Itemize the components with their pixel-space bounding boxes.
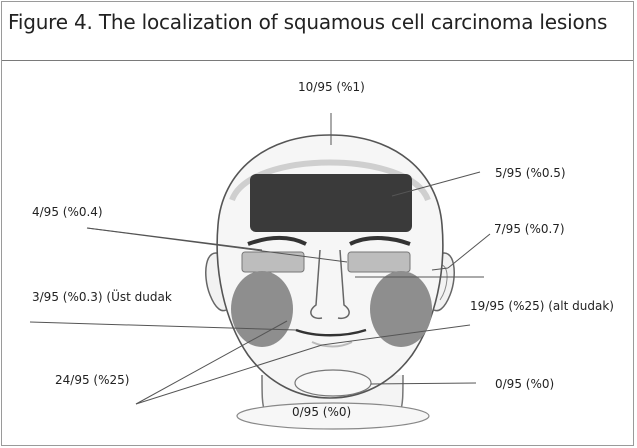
label-eyelids: 4/95 (%0.4): [32, 205, 103, 219]
label-neck: 0/95 (%0): [292, 405, 351, 419]
label-upper-lip: 3/95 (%0.3) (Üst dudak: [32, 288, 172, 304]
right-eyelid-region: [348, 252, 410, 272]
forehead-region: [250, 174, 412, 232]
label-lower-lip: 19/95 (%25) (alt dudak): [470, 299, 614, 313]
label-scalp: 10/95 (%1): [298, 80, 365, 94]
left-cheek-region: [231, 271, 293, 347]
right-cheek-region: [370, 271, 432, 347]
label-ear: 7/95 (%0.7): [494, 222, 565, 236]
label-chin: 0/95 (%0): [495, 377, 554, 391]
label-cheeks: 24/95 (%25): [55, 373, 129, 387]
chin-region: [295, 370, 371, 396]
label-forehead: 5/95 (%0.5): [495, 166, 566, 180]
